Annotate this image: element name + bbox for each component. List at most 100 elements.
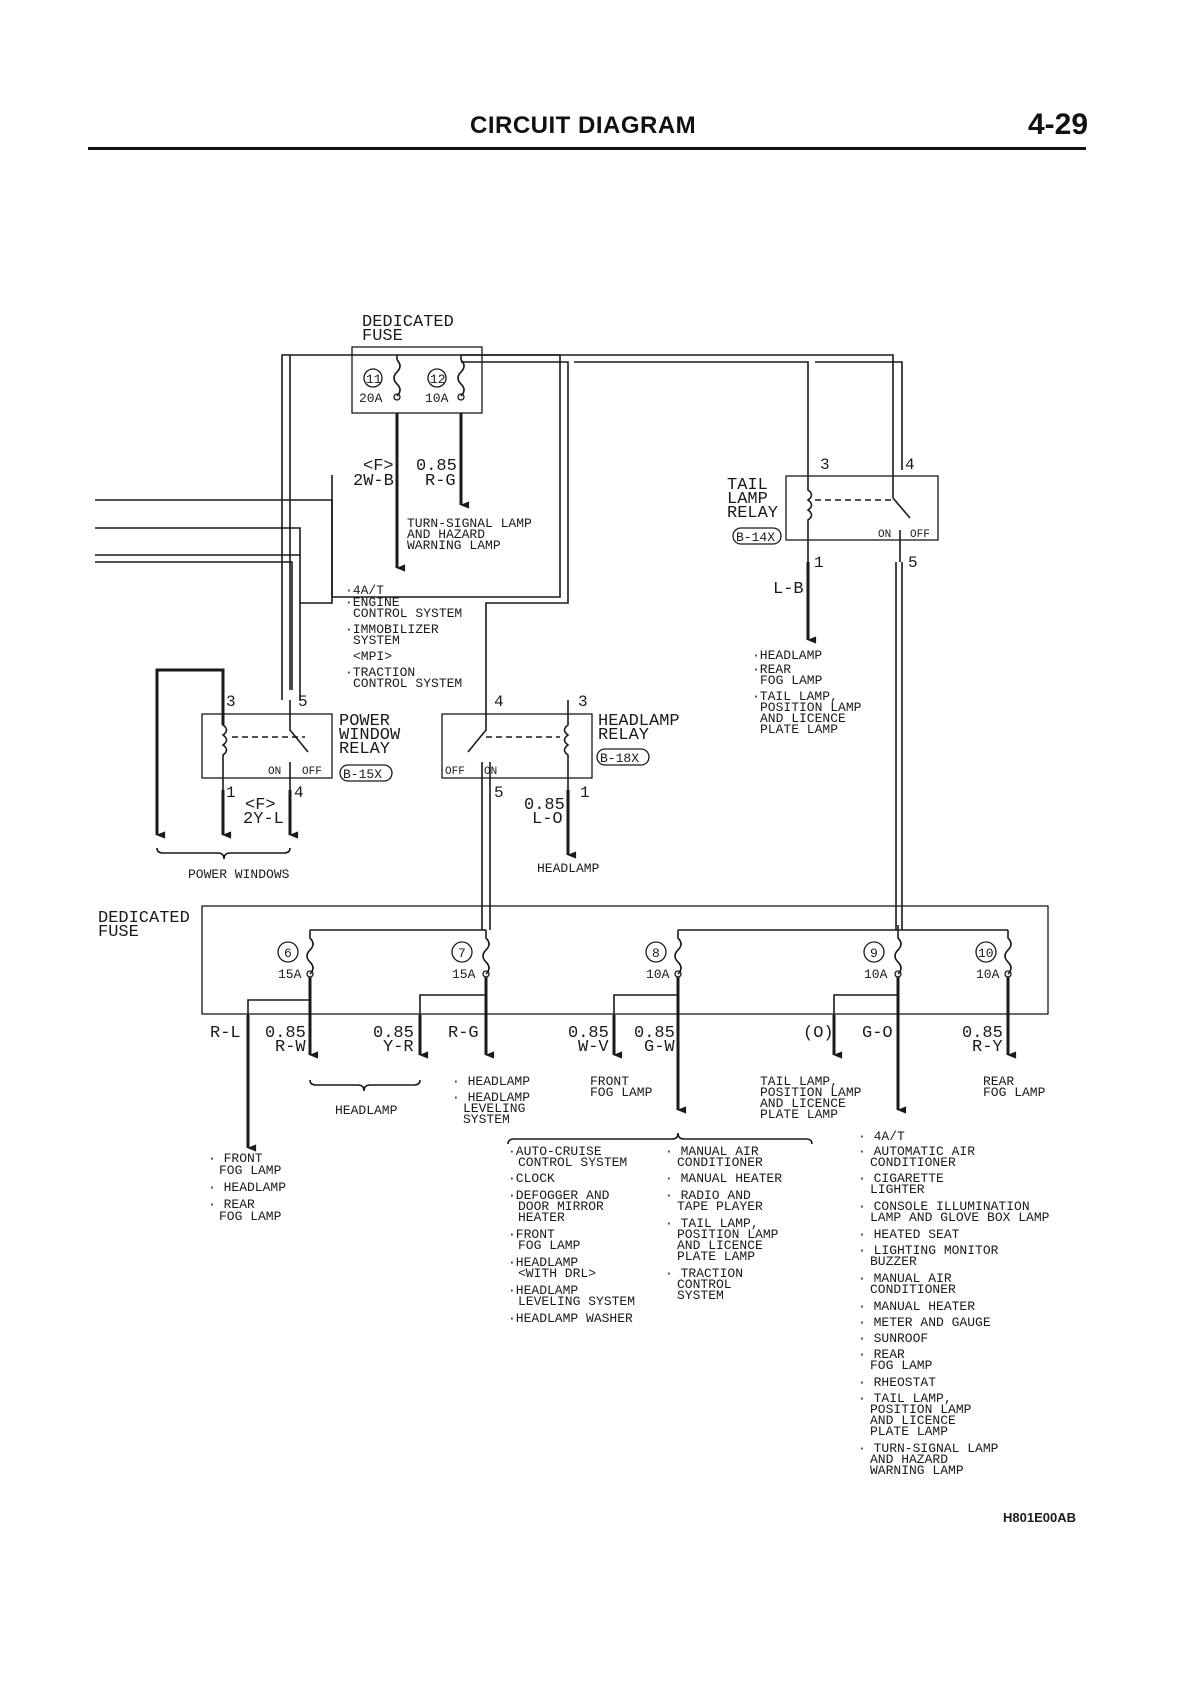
engine-list-6: <MPI> (353, 649, 392, 664)
gw-col1-6: HEATER (518, 1210, 565, 1225)
hl-relay-pin-4: 4 (494, 693, 504, 711)
bottom-fuse-box (201, 905, 1049, 1015)
go-load-6: · CONSOLE ILLUMINATION (858, 1199, 1030, 1214)
gw-col2-4: · RADIO AND (665, 1188, 751, 1203)
wire-gauge-3: 0.85 (568, 1024, 609, 1043)
bottom-output-wiring: R-L 0.85 R-W 0.85 Y-R R-G 0.85 W-V 0.85 … (210, 977, 1017, 1152)
gw-col2-8: AND LICENCE (677, 1238, 763, 1253)
gw-loads-brace (507, 1132, 813, 1145)
tail-relay-code-badge (732, 527, 782, 545)
power-window-feed-arrow (155, 668, 225, 839)
go-load-1: · 4A/T (858, 1129, 905, 1144)
rg-load-1: · HEADLAMP (452, 1074, 530, 1089)
go-load-2: · AUTOMATIC AIR (858, 1144, 975, 1159)
go-load-24: AND HAZARD (870, 1452, 948, 1467)
go-load-7: LAMP AND GLOVE BOX LAMP (870, 1210, 1050, 1225)
gw-col2-12: SYSTEM (677, 1288, 724, 1303)
fuse-11-rating: 20A (359, 391, 383, 406)
header-rule (88, 147, 1086, 150)
rear-fog-1: REAR (983, 1074, 1014, 1089)
gw-col2-11: CONTROL (677, 1277, 732, 1292)
wire-gauge-1: 0.85 (265, 1024, 306, 1043)
hl-relay-box (441, 713, 593, 779)
rl-load-3: · HEADLAMP (208, 1180, 286, 1195)
go-load-11: · MANUAL AIR (858, 1271, 952, 1286)
wire-gauge-label: 0.85 (416, 457, 457, 476)
wire-rg-bottom: R-G (448, 1024, 479, 1043)
pw-relay-name-3: RELAY (339, 740, 390, 759)
gw-col1-1: ·AUTO-CRUISE (508, 1144, 602, 1159)
top-bus-wiring (95, 354, 903, 700)
bottom-load-labels: · FRONT FOG LAMP · HEADLAMP · REAR FOG L… (208, 1074, 1050, 1478)
pw-relay-pin-1: 1 (226, 784, 236, 802)
fuse-9-rating: 10A (864, 967, 888, 982)
tail-load-2: POSITION LAMP (760, 1085, 862, 1100)
wire-gauge-5: 0.85 (962, 1024, 1003, 1043)
bottom-fuse-label-2: FUSE (98, 923, 139, 942)
headlamp-out-label: HEADLAMP (537, 861, 600, 876)
tail-loads-1: ·HEADLAMP (752, 648, 822, 663)
fuse-9-number: 9 (870, 946, 878, 961)
fuse-11-number: 11 (366, 372, 382, 387)
pw-relay-on: ON (268, 766, 281, 778)
go-load-9: · LIGHTING MONITOR (858, 1243, 999, 1258)
top-fuse-label-2: FUSE (362, 327, 403, 346)
go-load-3: CONDITIONER (870, 1155, 956, 1170)
go-load-22: PLATE LAMP (870, 1424, 948, 1439)
wire-rg-label: R-G (425, 472, 456, 491)
tail-loads-5: POSITION LAMP (760, 700, 862, 715)
fuse-8-number: 8 (652, 946, 660, 961)
top-fuse-box (351, 346, 483, 414)
wire-rl: R-L (210, 1024, 241, 1043)
fuse-7-badge (451, 941, 473, 963)
rl-load-1: · FRONT (208, 1151, 263, 1166)
fuse-6-number: 6 (284, 946, 292, 961)
tail-relay-contact (892, 470, 911, 519)
gw-col2-1: · MANUAL AIR (665, 1144, 759, 1159)
gw-col2-5: TAPE PLAYER (677, 1199, 763, 1214)
wire-rw: R-W (275, 1038, 306, 1057)
headlamp-relay: 4 3 5 1 HEADLAMP RELAY B-18X OFF ON 0.85… (441, 693, 680, 930)
fuse-6-rating: 15A (278, 967, 302, 982)
front-fog-1: FRONT (590, 1074, 629, 1089)
pw-relay-box (201, 713, 333, 779)
tail-loads-7: PLATE LAMP (760, 722, 838, 737)
gw-col2-10: · TRACTION (665, 1266, 743, 1281)
pw-relay-pin-3: 3 (226, 693, 236, 711)
wire-go: G-O (862, 1024, 893, 1043)
power-windows-brace (156, 847, 291, 860)
hl-relay-code-badge (596, 748, 650, 766)
turn-signal-text-3: WARNING LAMP (407, 538, 501, 553)
pw-relay-pin-4: 4 (294, 784, 304, 802)
go-load-10: BUZZER (870, 1254, 917, 1269)
wire-gauge-2: 0.85 (373, 1024, 414, 1043)
turn-signal-text-2: AND HAZARD (407, 527, 485, 542)
tail-relay-name-3: RELAY (727, 504, 778, 523)
go-load-19: · TAIL LAMP, (858, 1391, 952, 1406)
top-wire-labels: <F> 2W-B 0.85 R-G TURN-SIGNAL LAMP AND H… (345, 413, 532, 691)
tail-relay-on: ON (878, 529, 891, 541)
pw-relay-contact (289, 700, 309, 753)
go-load-14: · METER AND GAUGE (858, 1315, 991, 1330)
fuse-7-number: 7 (458, 946, 466, 961)
tail-load-4: PLATE LAMP (760, 1107, 838, 1122)
pw-relay-f: <F> (245, 796, 276, 815)
tail-relay-pin-3: 3 (820, 456, 830, 474)
gw-col2-2: CONDITIONER (677, 1155, 763, 1170)
rg-load-4: SYSTEM (463, 1112, 510, 1127)
go-load-12: CONDITIONER (870, 1282, 956, 1297)
fuse-10-number: 10 (978, 946, 994, 961)
gw-col1-11: ·HEADLAMP (508, 1283, 578, 1298)
hl-relay-pin-1: 1 (580, 784, 590, 802)
wire-wv: W-V (578, 1038, 609, 1057)
rg-load-2: · HEADLAMP (452, 1090, 530, 1105)
pw-relay-code: B-15X (343, 767, 382, 782)
engine-list-3: CONTROL SYSTEM (353, 606, 462, 621)
pw-relay-name-2: WINDOW (339, 726, 401, 745)
fuse-6-element (306, 930, 314, 975)
tail-load-3: AND LICENCE (760, 1096, 846, 1111)
gw-col1-9: ·HEADLAMP (508, 1255, 578, 1270)
go-load-4: · CIGARETTE (858, 1171, 944, 1186)
wire-2wb-label: 2W-B (353, 472, 394, 491)
